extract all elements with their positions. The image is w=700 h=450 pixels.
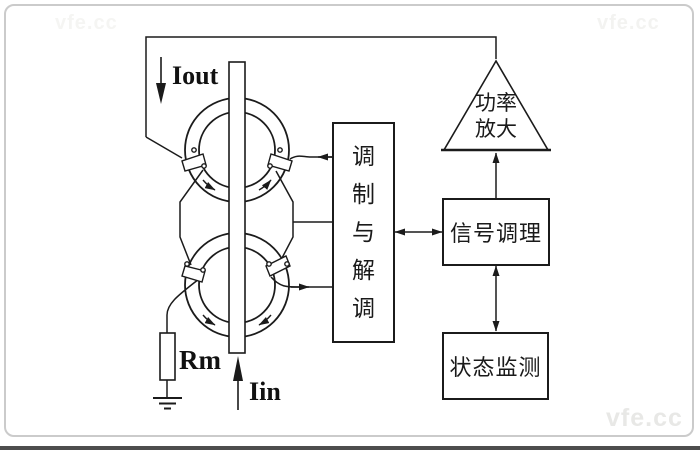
winding-link-right [275, 170, 294, 259]
ground-symbol [153, 397, 182, 410]
rm-label: Rm [179, 345, 221, 375]
iout-arrow [156, 57, 166, 104]
winding-loop [266, 261, 272, 267]
status-monitoring-box [442, 332, 549, 400]
watermark-top-left: vfe.cc [55, 12, 118, 34]
mod-demod-box [332, 122, 395, 343]
mod-demod-label-text: 调制与解调 [352, 143, 375, 321]
lower-core-flux-arrow-left [202, 314, 216, 326]
iin-arrow [233, 356, 243, 410]
winding-loop [191, 147, 197, 153]
winding-loop [267, 163, 273, 169]
winding-loop [284, 261, 290, 267]
lower-right-winding [265, 255, 291, 277]
upper-core-output-wire [289, 155, 333, 160]
resistor-rm [159, 332, 176, 398]
winding-link-left [179, 169, 204, 266]
watermark-bottom-right: vfe.cc [606, 404, 683, 432]
winding-loop [277, 147, 283, 153]
power-amp-label-line1: 功率 [475, 92, 517, 115]
watermark-top-right: vfe.cc [597, 12, 660, 34]
power-amp-label-line2: 放大 [475, 118, 517, 141]
iin-label: Iin [249, 377, 281, 406]
upper-core-flux-arrow-left [202, 179, 216, 191]
bottom-edge-strip [0, 446, 700, 450]
power-amp-triangle [441, 59, 551, 152]
signal-conditioning-label: 信号调理 [449, 221, 542, 246]
power-amp-label: 功率 放大 [446, 91, 546, 143]
status-monitoring-label: 状态监测 [449, 355, 542, 380]
lower-core-flux-arrow-right [258, 314, 272, 326]
winding-loop [200, 267, 206, 273]
winding-to-resistor-wire [166, 278, 200, 333]
primary-conductor-bar [228, 61, 246, 354]
mod-demod-label: 调制与解调 [333, 137, 394, 327]
lower-left-winding [181, 265, 206, 283]
upper-winding-inlet-wire [145, 136, 183, 159]
upper-core-flux-arrow-right [258, 179, 272, 191]
winding-loop [184, 261, 190, 267]
feedback-wire [145, 36, 497, 137]
iout-label: Iout [172, 61, 219, 90]
winding-loop [201, 163, 207, 169]
signal-conditioning-box [442, 198, 550, 266]
